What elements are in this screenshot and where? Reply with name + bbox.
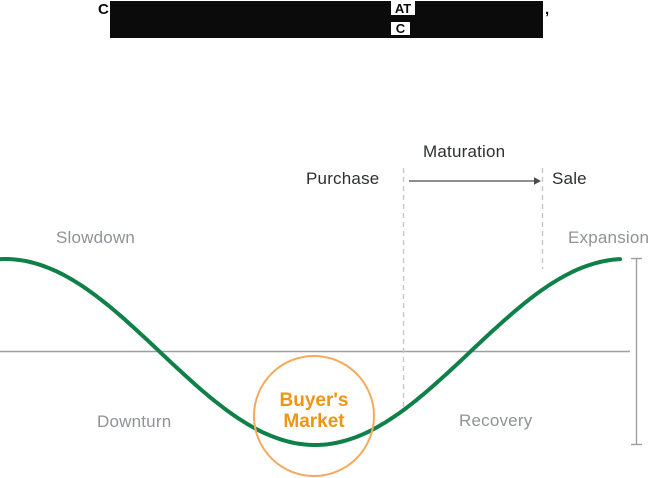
buyers-market-circle [253, 355, 375, 477]
cycle-curve [0, 257, 622, 447]
stage-label-maturation: Maturation [423, 142, 506, 161]
title-redaction-bar: AT C [110, 1, 543, 38]
stage-label-purchase: Purchase [306, 169, 380, 188]
buyers-market-label: Buyer's Market [254, 390, 374, 432]
stage-label-sale: Sale [552, 169, 587, 188]
amplitude-bracket [631, 257, 642, 446]
maturation-arrow [409, 177, 541, 185]
buyers-market-line2: Market [283, 411, 345, 432]
title-fragment-line2-mid: C [391, 21, 410, 36]
title-fragment-line1-end: , [545, 1, 550, 18]
phase-label-recovery: Recovery [459, 411, 533, 430]
buyers-market-line1: Buyer's [279, 390, 349, 411]
phase-label-downturn: Downturn [97, 412, 172, 431]
phase-label-slowdown: Slowdown [56, 228, 136, 247]
title-fragment-line1-mid: AT [391, 1, 415, 16]
phase-label-expansion: Expansion [568, 228, 650, 247]
title-fragment-line1-start: C [98, 1, 109, 18]
